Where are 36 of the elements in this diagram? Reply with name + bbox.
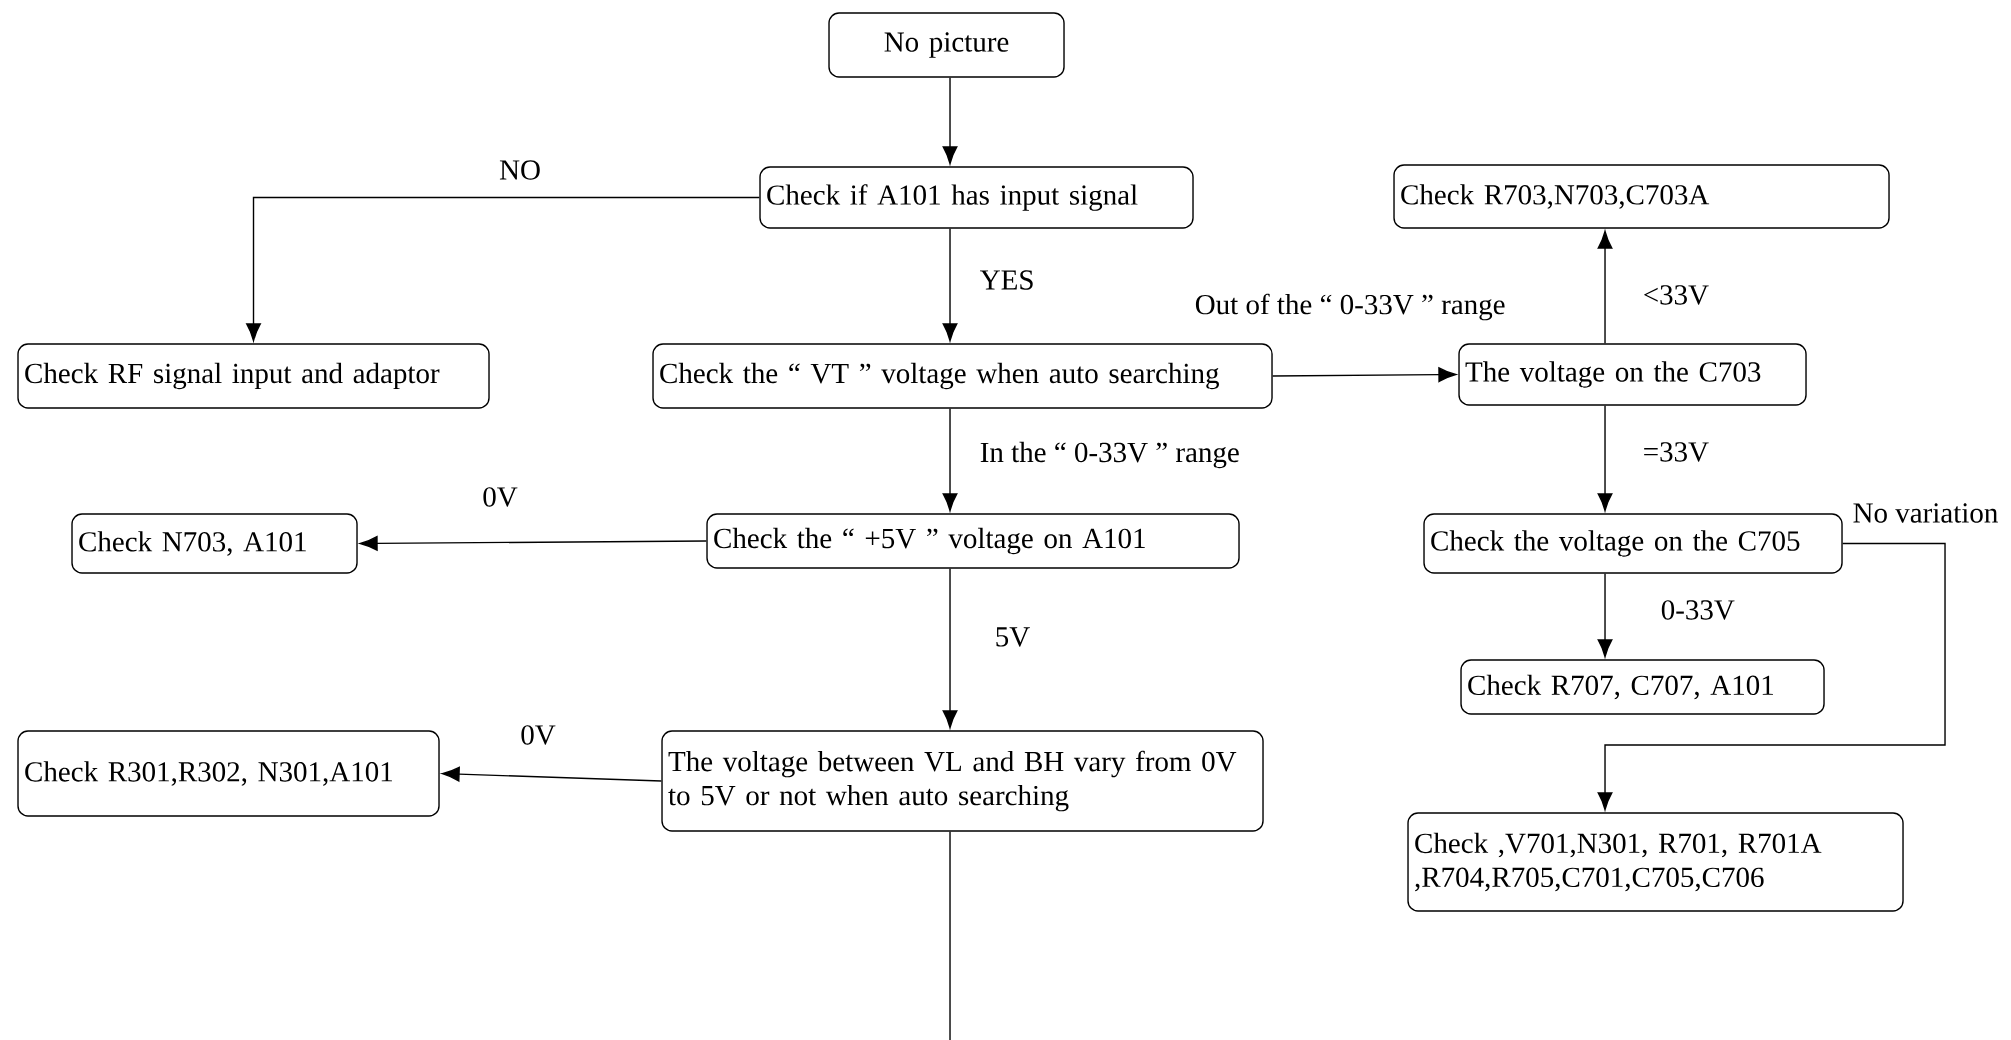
edge-label: 5V <box>996 627 1030 647</box>
edge-label: 0V <box>521 725 556 745</box>
edge-label: =33V <box>1644 442 1709 462</box>
edge-label: No variation <box>1853 503 1998 523</box>
edge-label: In the “ 0-33V ” range <box>980 441 1239 469</box>
edge-label: <33V <box>1644 285 1709 305</box>
arrow <box>359 535 708 551</box>
arrow <box>942 408 958 512</box>
arrow <box>942 228 958 342</box>
arrow <box>942 568 958 729</box>
process-box: The voltage between VL and BH vary from 0V to 5V or not when auto searching <box>661 730 1264 832</box>
process-box: Check if A101 has input signal <box>759 166 1194 229</box>
edge-label: 0-33V <box>1661 600 1735 620</box>
edge-label: YES <box>980 270 1033 290</box>
edge-label: NO <box>499 160 540 180</box>
process-box: Check RF signal input and adaptor <box>17 343 490 409</box>
process-box: Check ,V701,N301, R701, R701A ,R704,R705,C701,C705,C706 <box>1407 812 1904 912</box>
process-box: Check the “ +5V ” voltage on A101 <box>706 513 1240 569</box>
process-box: Check N703, A101 <box>71 513 358 574</box>
arrow <box>1272 367 1457 383</box>
arrow <box>942 77 958 165</box>
arrow <box>1597 542 1946 811</box>
process-box: Check the voltage on the C705 <box>1423 513 1843 574</box>
edge-label: 0V <box>483 487 518 507</box>
arrow <box>1597 573 1613 658</box>
arrow <box>1597 230 1613 344</box>
arrow <box>441 766 662 782</box>
edge-label: Out of the “ 0-33V ” range <box>1195 293 1505 321</box>
process-box: The voltage on the C703 <box>1458 343 1807 406</box>
process-box: Check the “ VT ” voltage when auto searching <box>652 343 1273 409</box>
process-box: No picture <box>828 12 1065 78</box>
arrow <box>246 196 761 342</box>
process-box: Check R301,R302, N301,A101 <box>17 730 440 817</box>
process-box: Check R707, C707, A101 <box>1460 659 1825 715</box>
process-box: Check R703,N703,C703A <box>1393 164 1890 229</box>
arrow <box>1597 405 1613 512</box>
